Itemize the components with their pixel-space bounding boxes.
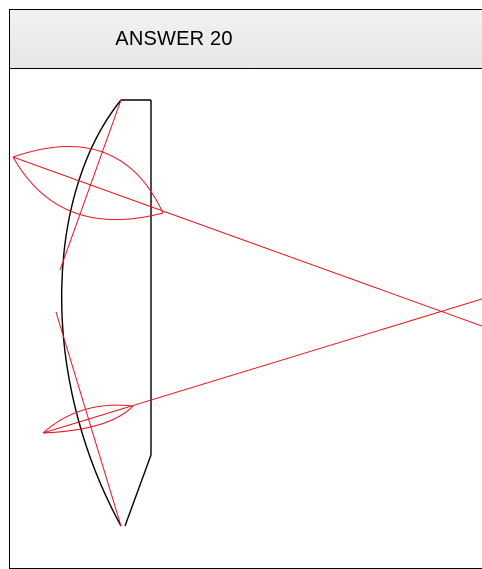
arc-lower-2	[42, 405, 134, 434]
arc-lower-1	[42, 404, 134, 434]
ray-lower-principal	[42, 298, 482, 434]
lens	[61, 99, 152, 527]
ray-upper-principal	[12, 156, 482, 327]
answer-header: ANSWER 20	[10, 10, 482, 69]
arc-upper-2	[12, 156, 164, 221]
arc-upper-1	[12, 146, 164, 214]
lens-curved-surface	[61, 99, 122, 527]
answer-title: ANSWER 20	[115, 27, 233, 50]
answer-panel: ANSWER 20	[9, 9, 482, 569]
lens-bevel	[124, 454, 152, 527]
rays	[12, 99, 482, 527]
